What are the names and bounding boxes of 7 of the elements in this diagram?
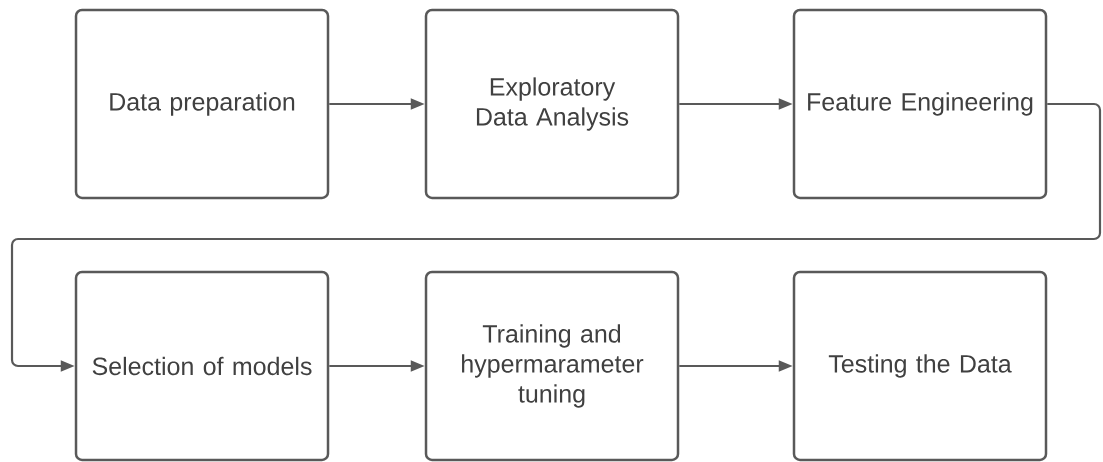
arrow (10, 102, 1102, 372)
process-box: Feature Engineering (792, 8, 1048, 200)
process-box: Exploratory Data Analysis (424, 8, 680, 200)
process-box: Data preparation (74, 8, 330, 200)
process-box: Testing the Data (792, 270, 1048, 462)
process-box: Training and hypermarameter tuning (424, 270, 680, 462)
process-box: Selection of models (74, 270, 330, 462)
